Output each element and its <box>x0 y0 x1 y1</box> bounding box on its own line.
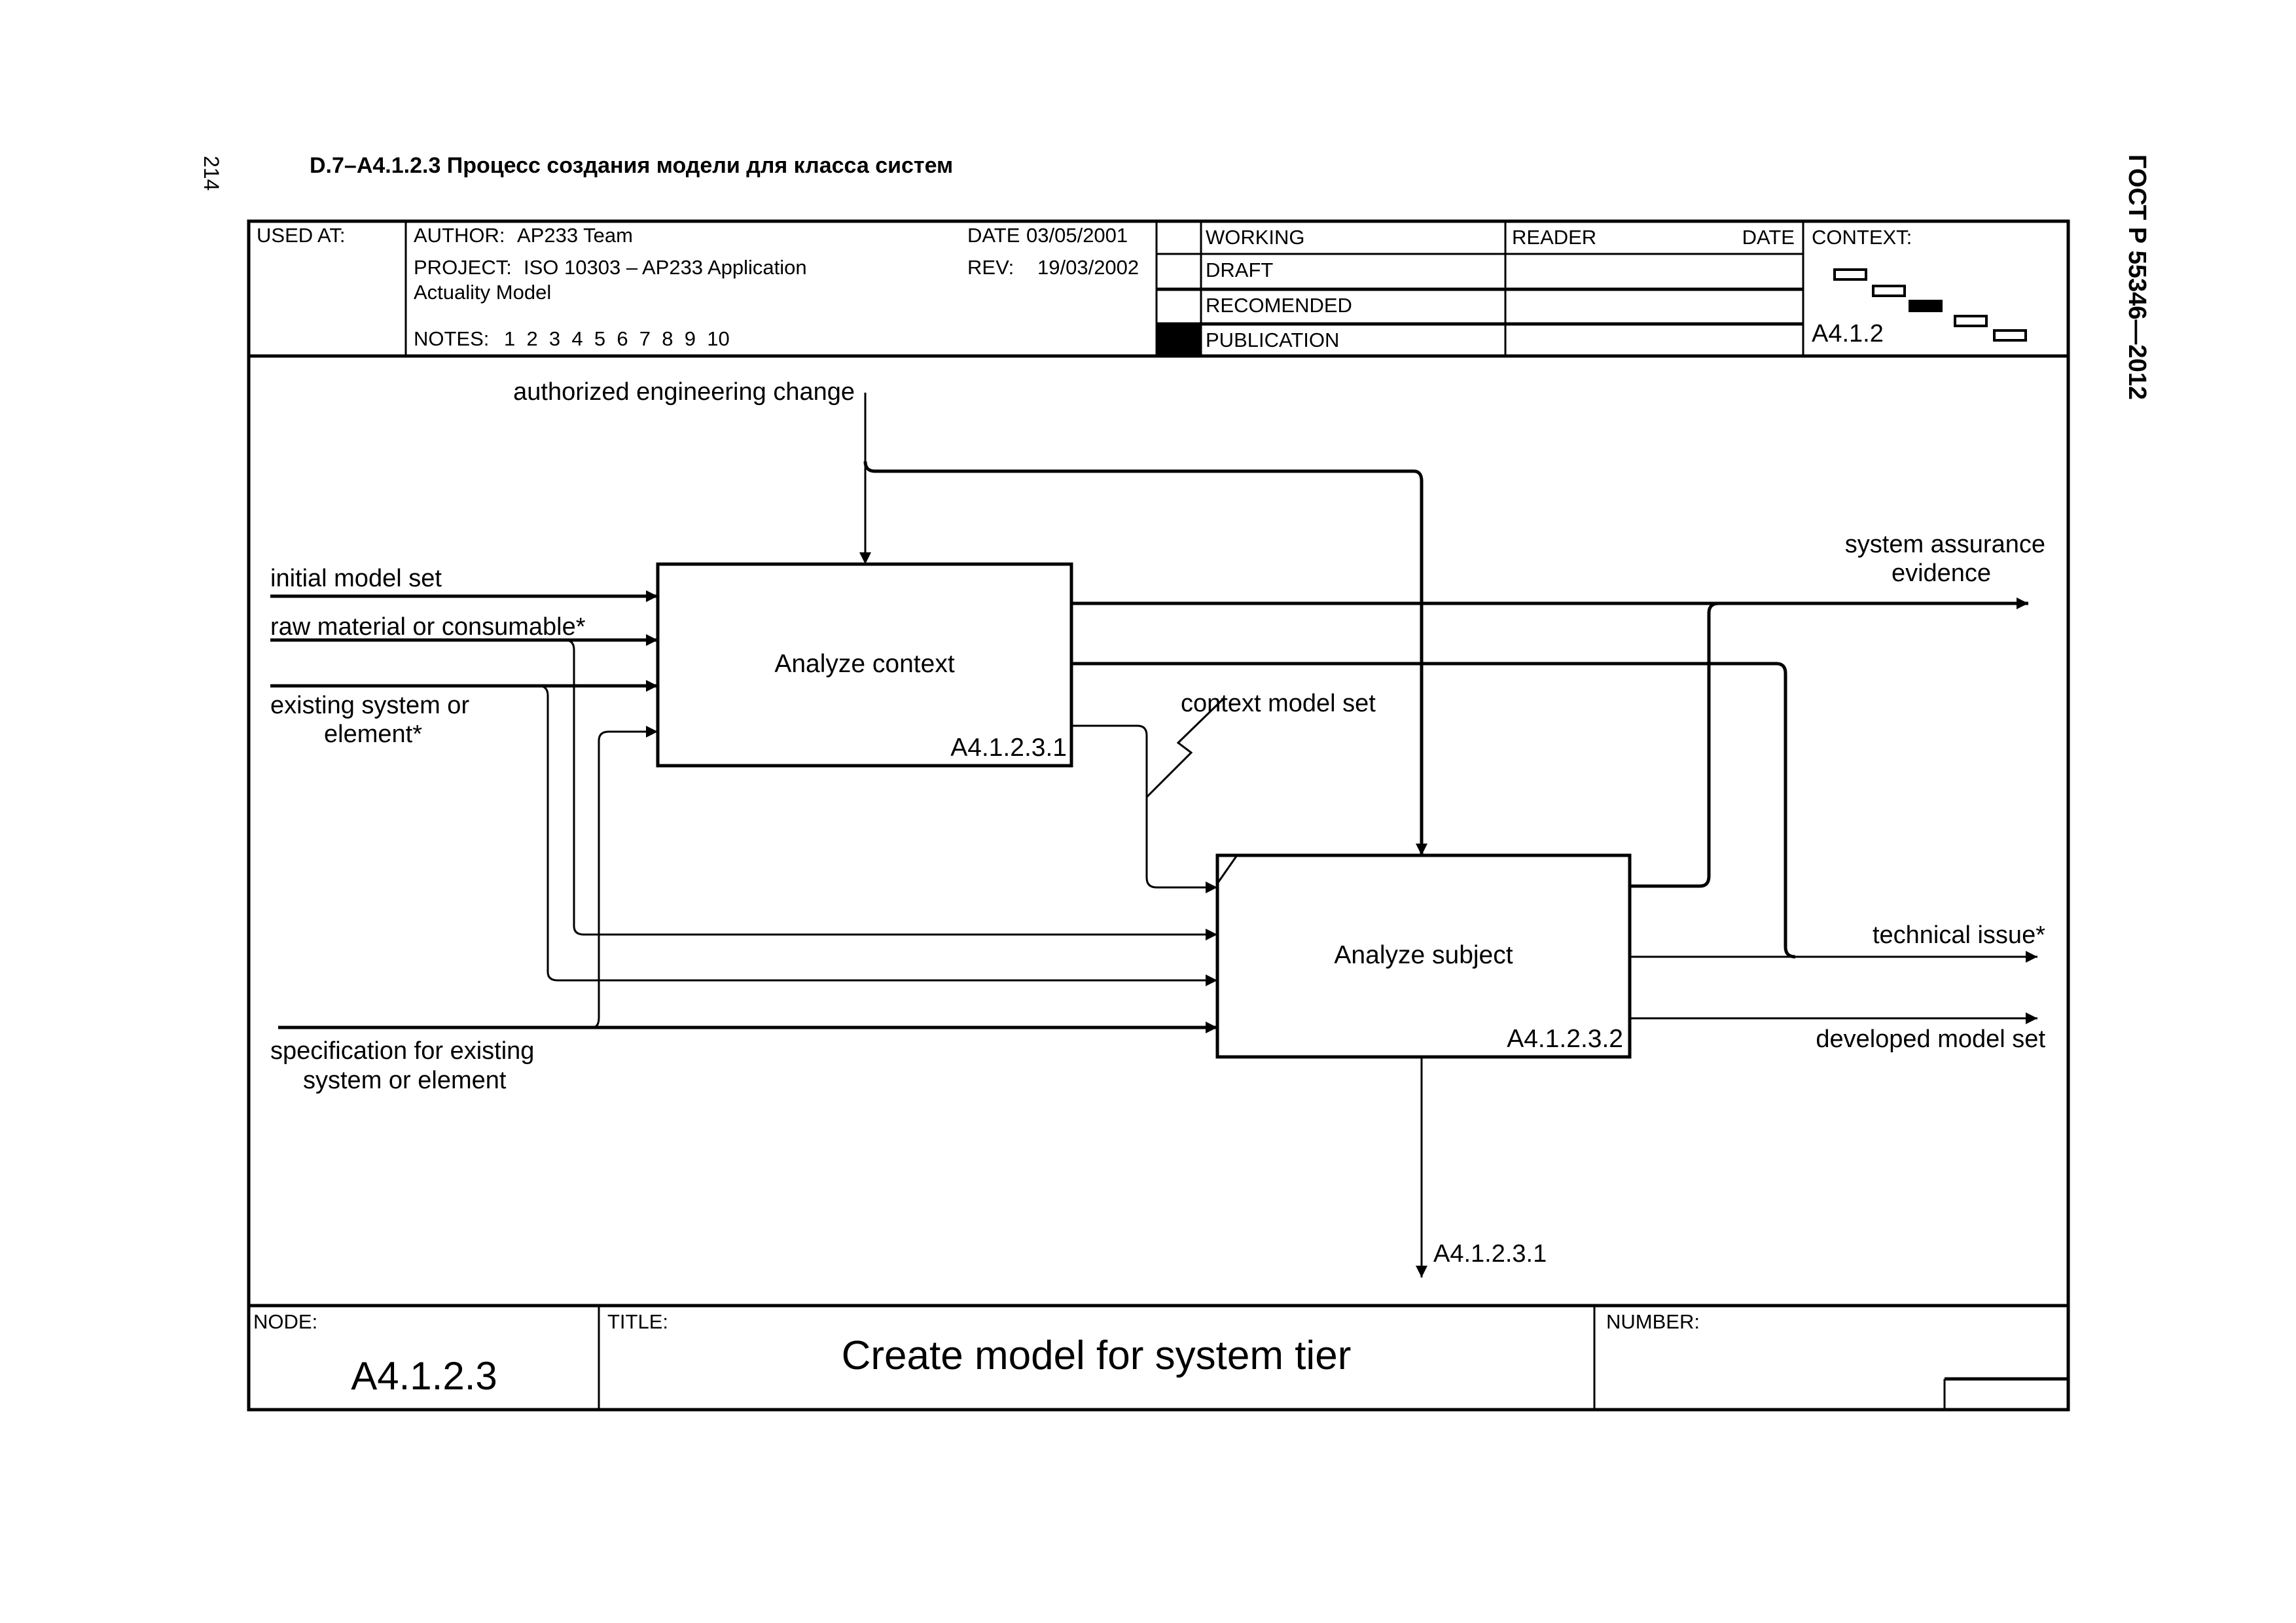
label-system-assurance-line2: evidence <box>1892 560 1991 587</box>
arrow-box1-to-technical-issue[interactable] <box>1071 662 1796 959</box>
reader-date-label: DATE <box>1742 226 1795 249</box>
box-number-analyze-subject: A4.1.2.3.2 <box>1507 1025 1623 1053</box>
box-number-analyze-context: A4.1.2.3.1 <box>950 734 1067 762</box>
notes-values[interactable]: 1 2 3 4 5 6 7 8 9 10 <box>504 327 730 350</box>
context-node <box>1872 285 1906 297</box>
node-value: A4.1.2.3 <box>351 1354 497 1398</box>
box-corner-tick <box>1216 855 1238 884</box>
rev-value: 19/03/2002 <box>1037 256 1139 279</box>
status-draft: DRAFT <box>1206 259 1273 281</box>
header-block: USED AT: AUTHOR: AP233 Team PROJECT: ISO… <box>249 221 2068 358</box>
footer-block: NODE: A4.1.2.3 TITLE: Create model for s… <box>249 1304 2068 1410</box>
status-working: WORKING <box>1206 226 1305 249</box>
notes-label: NOTES: <box>414 327 489 350</box>
diagram-title: Create model for system tier <box>842 1333 1352 1378</box>
arrow-control-to-analyze-subject[interactable] <box>863 461 1427 855</box>
reader-label: READER <box>1512 226 1596 249</box>
squiggle-context-model-set <box>1145 697 1225 798</box>
label-existing-system-line2: element* <box>324 721 422 748</box>
label-developed-model-set: developed model set <box>1816 1026 2045 1053</box>
page-heading: D.7–A4.1.2.3 Процесс создания модели для… <box>310 153 953 178</box>
label-specification-line2: system or element <box>303 1067 507 1094</box>
label-system-assurance-line1: system assurance <box>1845 531 2045 558</box>
arrow-box2-to-system-assurance[interactable] <box>1630 601 1719 888</box>
author-label: AUTHOR: <box>414 224 505 247</box>
label-existing-system-line1: existing system or <box>270 692 469 719</box>
project-value-line2: Actuality Model <box>414 281 551 304</box>
context-label: CONTEXT: <box>1812 226 1912 249</box>
context-mini-diagram <box>1833 268 2027 342</box>
arrow-specification-to-analyze-context[interactable] <box>592 726 658 1029</box>
status-recomended: RECOMENDED <box>1206 294 1352 317</box>
project-value-line1: ISO 10303 – AP233 Application <box>524 256 807 279</box>
page-number: 214 <box>200 156 223 190</box>
status-publication: PUBLICATION <box>1206 329 1339 351</box>
number-label: NUMBER: <box>1606 1310 1700 1333</box>
box-title-analyze-subject: Analyze subject <box>1334 941 1513 969</box>
label-authorized-engineering-change: authorized engineering change <box>513 378 855 406</box>
label-call-reference[interactable]: A4.1.2.3.1 <box>1433 1240 1547 1268</box>
node-label: NODE: <box>253 1310 317 1333</box>
diagram-frame <box>247 219 2070 1412</box>
project-label: PROJECT: <box>414 256 512 279</box>
author-value: AP233 Team <box>517 224 633 247</box>
label-technical-issue: technical issue* <box>1873 921 2045 949</box>
arrow-context-model-set[interactable] <box>1071 724 1217 893</box>
arrow-existing-system-to-analyze-subject[interactable] <box>538 685 1217 986</box>
box-title-analyze-context: Analyze context <box>774 650 954 678</box>
context-node <box>1833 268 1867 281</box>
context-node <box>1954 315 1988 327</box>
used-at-label: USED AT: <box>257 224 346 247</box>
date-label: DATE <box>967 224 1020 247</box>
context-node-current <box>1909 300 1943 312</box>
label-context-model-set: context model set <box>1181 690 1376 717</box>
context-node: A4.1.2 <box>1812 320 1884 348</box>
standard-side-label: ГОСТ Р 55346—2012 <box>2123 154 2151 400</box>
title-label: TITLE: <box>607 1310 668 1333</box>
context-node <box>1993 329 2027 342</box>
label-specification-line1: specification for existing <box>270 1037 534 1065</box>
label-initial-model-set: initial model set <box>270 565 442 592</box>
diagram-body: Analyze context A4.1.2.3.1 Analyze subje… <box>270 378 2045 1277</box>
arrow-raw-material-to-analyze-subject[interactable] <box>564 639 1217 940</box>
rev-label: REV: <box>967 256 1014 279</box>
publication-selected-marker <box>1157 324 1201 356</box>
label-raw-material: raw material or consumable* <box>270 613 586 641</box>
date-value: 03/05/2001 <box>1026 224 1128 247</box>
